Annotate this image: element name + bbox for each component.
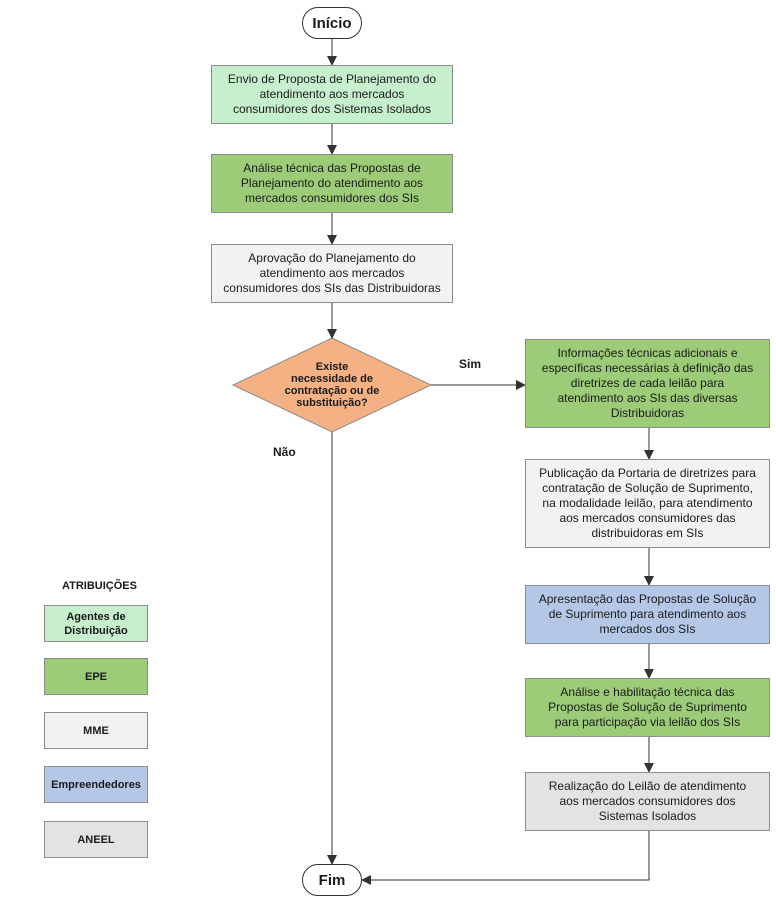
decision-text: Existe necessidade de contratação ou de … [284, 361, 380, 409]
step-apresentacao-propostas: Apresentação das Propostas de Solução de… [525, 585, 770, 644]
step-aprovacao-planejamento: Aprovação do Planejamento do atendimento… [211, 244, 453, 303]
legend-title: ATRIBUIÇÕES [62, 580, 137, 592]
legend-empreendedores: Empreendedores [44, 766, 148, 803]
legend-aneel: ANEEL [44, 821, 148, 858]
arrow-step-8-to-end [361, 831, 650, 885]
step-analise-tecnica: Análise técnica das Propostas de Planeja… [211, 154, 453, 213]
step-publicacao-portaria: Publicação da Portaria de diretrizes par… [525, 459, 770, 548]
legend-mme: MME [44, 712, 148, 749]
step-informacoes-tecnicas: Informações técnicas adicionais e especí… [525, 339, 770, 428]
step-envio-proposta: Envio de Proposta de Planejamento do ate… [211, 65, 453, 124]
step-analise-habilitacao: Análise e habilitação técnica das Propos… [525, 678, 770, 737]
yes-label: Sim [459, 357, 482, 371]
no-label: Não [273, 445, 296, 459]
step-realizacao-leilao: Realização do Leilão de atendimento aos … [525, 772, 770, 831]
start-terminal: Início [302, 7, 362, 39]
end-terminal: Fim [302, 864, 362, 896]
legend-agentes: Agentes de Distribuição [44, 605, 148, 642]
connectors [327, 39, 654, 885]
legend-epe: EPE [44, 658, 148, 695]
